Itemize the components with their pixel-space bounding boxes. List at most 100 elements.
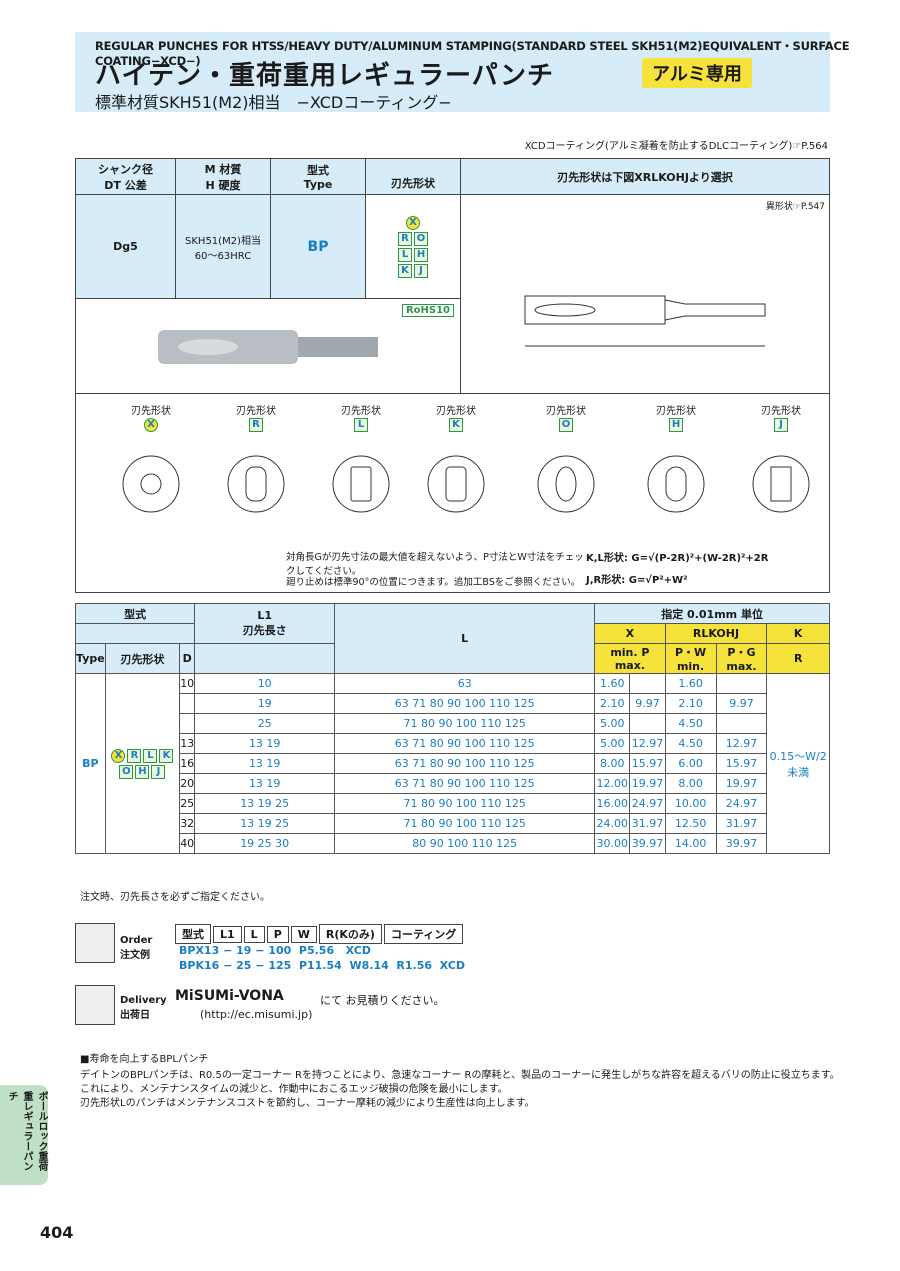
table-cell: 39.97: [715, 833, 768, 854]
table-cell: 19.97: [715, 773, 768, 794]
diag-label-k: 刃先形状: [436, 406, 476, 417]
diag-l-icon: L: [354, 418, 368, 432]
table-cell: 20: [179, 773, 196, 794]
diag-note-2: 廻り止めは標準90°の位置につきます。追加工BSをご参照ください。: [286, 577, 581, 588]
table-cell: 19 25 30: [194, 833, 336, 854]
row-type: BP: [75, 673, 106, 854]
table-cell: 12.97: [715, 733, 768, 754]
table-cell: 13 19 25: [194, 793, 336, 814]
order-col-r: R(Kのみ): [318, 924, 382, 944]
table-cell: 5.00: [594, 733, 631, 754]
order-col-l1: L1: [213, 926, 242, 943]
shape-x-icon: X: [406, 215, 420, 230]
delivery-label: Delivery 出荷日: [120, 995, 167, 1021]
diag-label-l: 刃先形状: [341, 406, 381, 417]
row-shape-icon: R: [127, 748, 142, 763]
order-label: Order 注文例: [120, 935, 153, 961]
phone-icon: [75, 923, 115, 963]
mt-h-rl: RLKOHJ: [664, 623, 768, 644]
table-cell: [179, 713, 196, 734]
table-cell: 31.97: [715, 813, 768, 834]
side-tab: ボールロック重荷重レギュラーパンチ: [0, 1085, 48, 1185]
punch-dimension-drawing: [524, 295, 766, 347]
mt-h-type: 型式: [74, 603, 196, 624]
diag-h-icon: H: [669, 418, 683, 432]
shape-r-icon: R: [398, 231, 412, 246]
table-cell: 25: [194, 713, 336, 734]
table-cell: 31.97: [629, 813, 666, 834]
table-cell: 63 71 80 90 100 110 125: [334, 773, 596, 794]
diag-r-icon: R: [249, 418, 263, 432]
table-cell: 10: [179, 673, 196, 694]
mt-h-pmin: min. P max.: [594, 643, 666, 674]
table-cell: 6.00: [664, 753, 717, 774]
odd-shape-link[interactable]: 異形状☞P.547: [765, 202, 825, 212]
row-shape-icon: L: [143, 748, 158, 763]
table-cell: 1.60: [594, 673, 631, 694]
spec-header-type: Type: [303, 178, 333, 191]
jr-formula: J,R形状: G=√P²+W²: [586, 575, 688, 586]
xcd-reference-note[interactable]: XCDコーティング(アルミ凝着を防止するDLCコーティング)☞P.564: [524, 141, 828, 152]
order-example-2: BPK16 − 25 − 125 P11.54 W8.14 R1.56 XCD: [179, 959, 465, 972]
footer-line-3: 刃先形状Lのパンチはメンテナンスコストを節約し、コーナー摩耗の減少により生産性は…: [80, 1098, 535, 1109]
table-cell: [629, 713, 666, 734]
table-cell: 15.97: [715, 753, 768, 774]
hardness-value: 60〜63HRC: [194, 250, 252, 262]
table-cell: [715, 673, 768, 694]
spec-header-select: 刃先形状は下図XRLKOHJより選択: [460, 158, 830, 195]
table-cell: 12.50: [664, 813, 717, 834]
truck-icon: [75, 985, 115, 1025]
table-cell: 10: [194, 673, 336, 694]
diag-label-o: 刃先形状: [546, 406, 586, 417]
table-cell: 39.97: [629, 833, 666, 854]
misumi-url[interactable]: (http://ec.misumi.jp): [200, 1008, 313, 1021]
material-value: SKH51(M2)相当: [185, 235, 261, 247]
kl-formula: K,L形状: G=√(P-2R)²+(W-2R)²+2R: [586, 553, 769, 564]
delivery-text: にて お見積りください。: [320, 994, 445, 1007]
diag-label-r: 刃先形状: [236, 406, 276, 417]
row-shape-icon: K: [159, 748, 174, 763]
table-cell: 24.00: [594, 813, 631, 834]
table-cell: 71 80 90 100 110 125: [334, 813, 596, 834]
table-cell: 9.97: [715, 693, 768, 714]
diag-k-icon: K: [449, 418, 463, 432]
table-cell: 13 19: [194, 733, 336, 754]
mt-h-r: R: [766, 643, 830, 674]
english-title: REGULAR PUNCHES FOR HTSS/HEAVY DUTY/ALUM…: [95, 39, 850, 68]
row-shape-icon: O: [119, 764, 134, 779]
table-cell: 4.50: [664, 733, 717, 754]
footer-line-1: デイトンのBPLパンチは、R0.5の一定コーナー Rを持つことにより、急速なコー…: [80, 1070, 840, 1081]
footer-title: ■寿命を向上するBPLパンチ: [80, 1054, 209, 1065]
order-col-l: L: [243, 926, 265, 943]
spec-header-shank: シャンク径: [98, 162, 153, 176]
japanese-title: ハイテン・重荷重用レギュラーパンチ: [95, 61, 555, 91]
spec-header-hardness: H 硬度: [205, 178, 241, 192]
table-cell: 0.15〜W/2未満: [766, 673, 830, 854]
shape-o-icon: O: [414, 231, 428, 246]
table-cell: [715, 713, 768, 734]
table-cell: 24.97: [715, 793, 768, 814]
mt-h-unit: 指定 0.01mm 単位: [594, 603, 830, 624]
shape-l-icon: L: [398, 247, 412, 262]
table-cell: 19: [194, 693, 336, 714]
table-cell: 71 80 90 100 110 125: [334, 713, 596, 734]
table-cell: 8.00: [664, 773, 717, 794]
side-tab-label: ボールロック重荷重レギュラーパンチ: [6, 1091, 47, 1171]
mt-h-l1: L1: [257, 609, 273, 622]
spec-header-shape: 刃先形状: [391, 177, 435, 190]
table-cell: 16.00: [594, 793, 631, 814]
mt-h-l: L: [334, 603, 596, 674]
aluminum-badge: アルミ専用: [642, 58, 752, 88]
mt-h-d: D: [179, 643, 196, 674]
table-cell: 5.00: [594, 713, 631, 734]
order-col-w: W: [290, 926, 317, 943]
